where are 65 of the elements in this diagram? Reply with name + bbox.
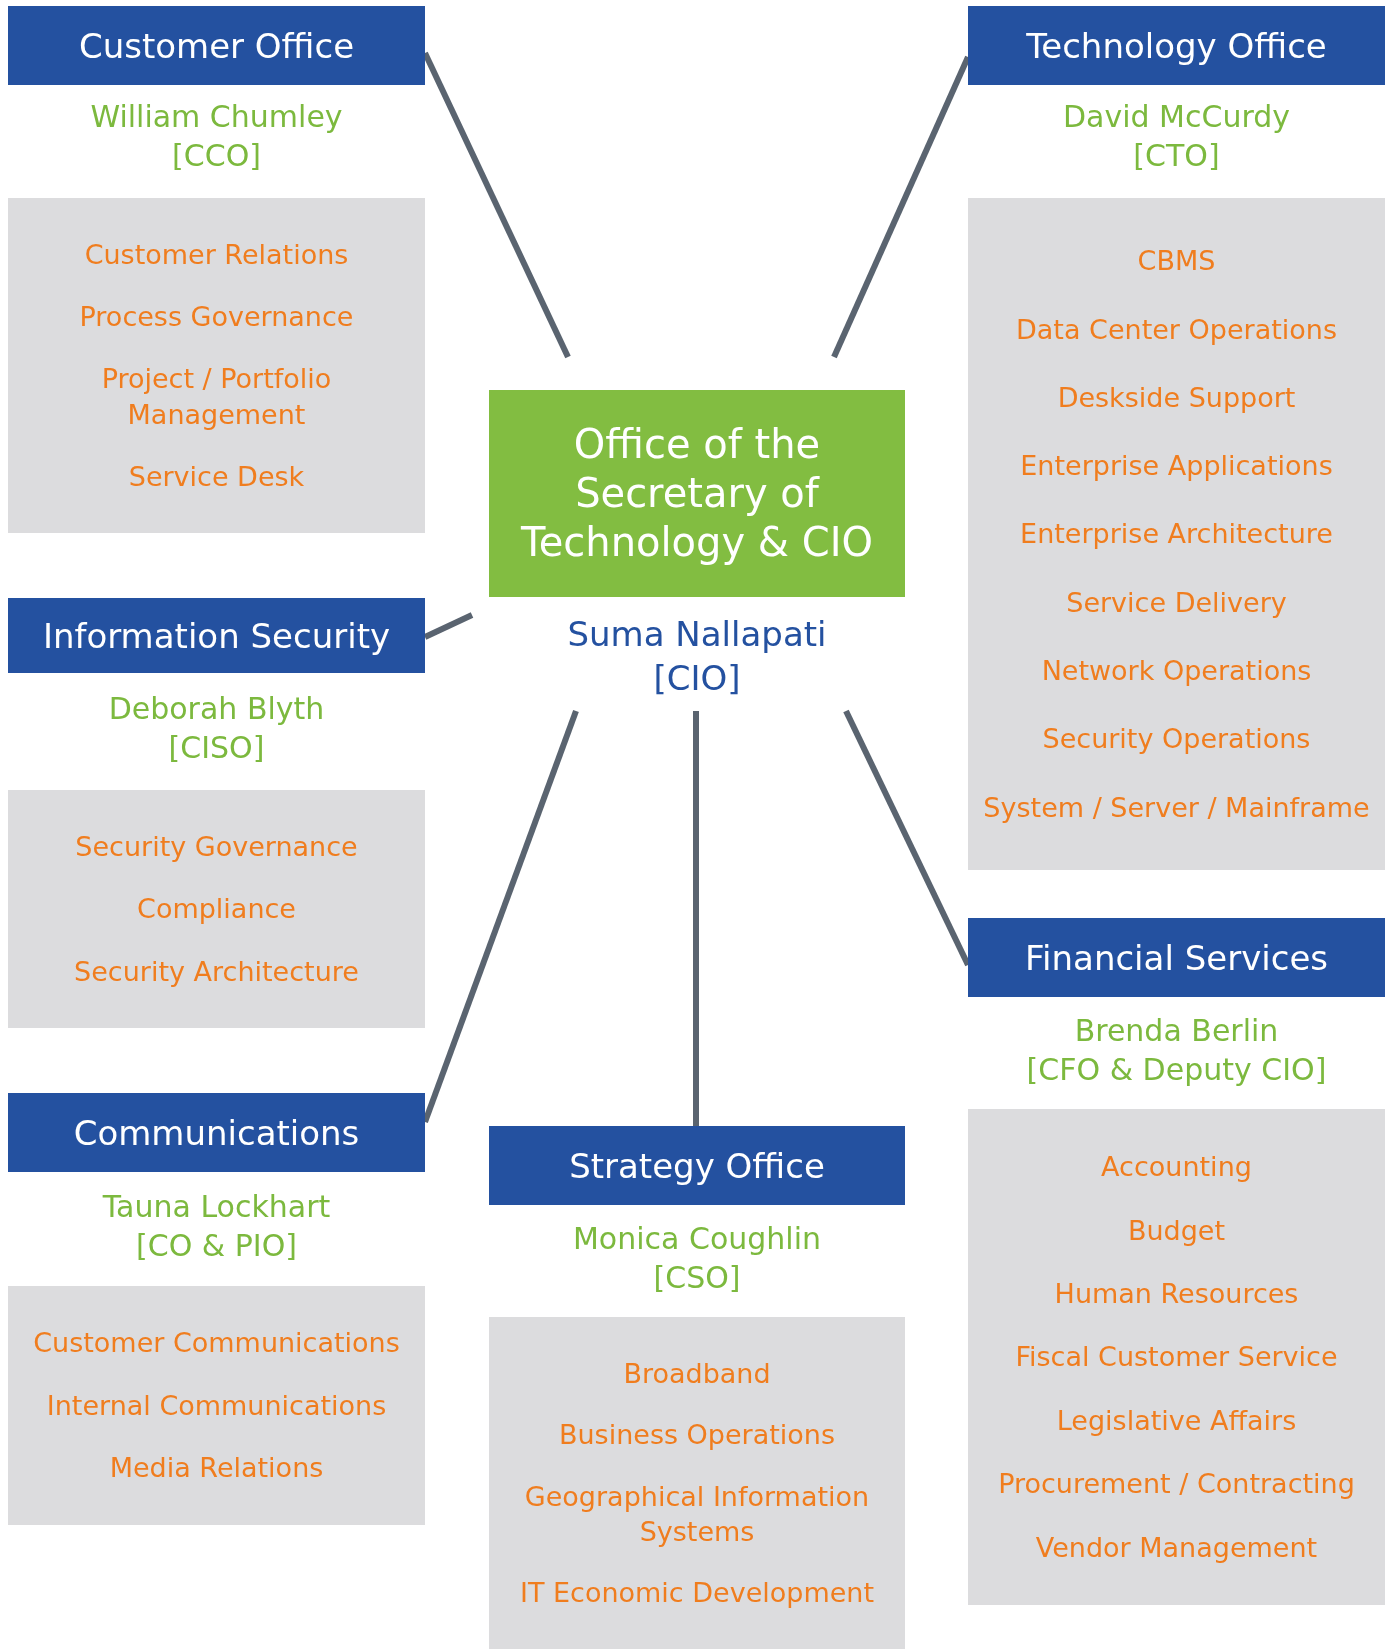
role-title: [CCO] [172, 137, 261, 175]
function-item: Compliance [137, 892, 296, 927]
function-item: System / Server / Mainframe [983, 790, 1370, 825]
function-list-panel [8, 1286, 425, 1525]
function-item: Vendor Management [1035, 1530, 1318, 1565]
role-title: [CIO] [653, 657, 741, 700]
function-item: Broadband [623, 1356, 771, 1391]
role-title: [CFO & Deputy CIO] [1026, 1051, 1327, 1089]
department-header [968, 6, 1385, 85]
role-title: [CO & PIO] [136, 1227, 297, 1265]
function-item: Security Operations [1042, 722, 1311, 757]
function-list-panel [8, 790, 425, 1028]
function-list-panel [968, 198, 1385, 870]
function-list-panel [968, 1109, 1385, 1605]
function-item: Data Center Operations [1016, 312, 1337, 347]
person-name: William Chumley [90, 98, 343, 136]
function-item: Deskside Support [1057, 380, 1296, 415]
department-header [8, 6, 425, 85]
role-title: [CTO] [1133, 137, 1220, 175]
function-item: Project / Portfolio Management [100, 362, 333, 432]
function-item: Legislative Affairs [1056, 1403, 1297, 1438]
function-item: Business Operations [558, 1418, 836, 1453]
role-title: [CISO] [168, 729, 265, 767]
department-title: Technology Office [1026, 25, 1327, 66]
function-item: Security Governance [75, 830, 358, 865]
function-item: Customer Relations [84, 238, 349, 273]
function-list-panel [8, 198, 425, 533]
department-header [968, 918, 1385, 997]
department-title: Strategy Office [569, 1145, 825, 1186]
function-item: Internal Communications [46, 1388, 387, 1423]
person-name: Suma Nallapati [567, 612, 827, 656]
function-item: Fiscal Customer Service [1015, 1340, 1338, 1375]
function-item: Enterprise Architecture [1020, 517, 1333, 552]
function-item: Geographical Information Systems [523, 1479, 871, 1549]
function-item: Media Relations [109, 1451, 324, 1486]
function-item: Customer Communications [33, 1326, 400, 1361]
function-item: Service Desk [128, 459, 305, 494]
department-title: Customer Office [78, 25, 355, 66]
office-title: Office of the Secretary of Technology & CIO [520, 420, 874, 567]
office-box [489, 390, 905, 597]
department-header [8, 1093, 425, 1172]
person-name: David McCurdy [1062, 98, 1291, 136]
person-name: Brenda Berlin [1074, 1012, 1279, 1050]
function-item: CBMS [1137, 244, 1216, 279]
function-item: Human Resources [1054, 1277, 1299, 1312]
function-list-panel [489, 1317, 905, 1649]
function-item: Enterprise Applications [1020, 449, 1333, 484]
person-name: Tauna Lockhart [102, 1188, 331, 1226]
function-item: IT Economic Development [519, 1576, 875, 1611]
function-item: Security Architecture [74, 954, 359, 989]
function-item: Accounting [1101, 1150, 1252, 1185]
role-title: [CSO] [653, 1259, 741, 1297]
person-name: Deborah Blyth [108, 690, 325, 728]
function-item: Service Delivery [1066, 585, 1287, 620]
function-item: Network Operations [1041, 654, 1312, 688]
department-title: Information Security [42, 615, 391, 656]
department-title: Communications [73, 1112, 360, 1153]
connector-line [693, 711, 699, 1126]
function-item: Budget [1127, 1213, 1226, 1248]
function-item: Process Governance [79, 300, 354, 335]
department-header [8, 598, 425, 673]
department-title: Financial Services [1024, 937, 1329, 978]
function-item: Procurement / Contracting [998, 1467, 1355, 1502]
person-name: Monica Coughlin [572, 1220, 822, 1258]
department-header [489, 1126, 905, 1205]
